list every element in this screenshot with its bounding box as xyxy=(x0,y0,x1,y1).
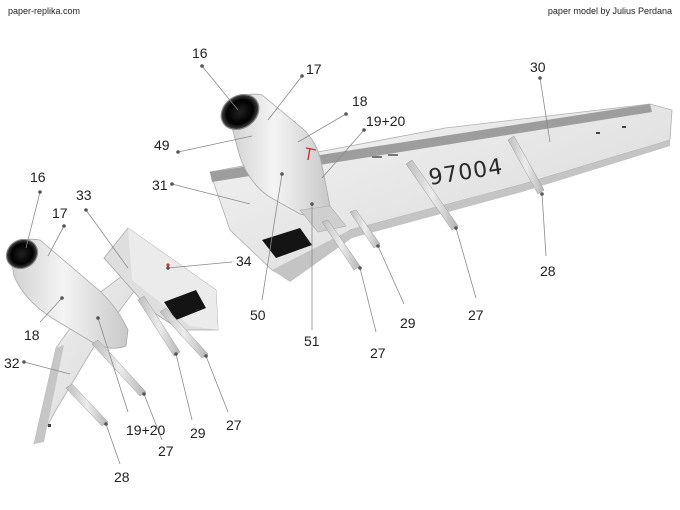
callout-right-19-20: 19+20 xyxy=(366,113,406,129)
right-wing-marking xyxy=(622,126,626,128)
callout-right-51: 51 xyxy=(304,333,320,349)
right-flap-fairing xyxy=(507,135,545,195)
callout-right-31: 31 xyxy=(152,177,168,193)
right-flap-fairing xyxy=(349,209,381,249)
left-red-dot xyxy=(166,263,170,267)
callout-right-17: 17 xyxy=(306,61,322,77)
right-wing-trailing-shade xyxy=(272,140,670,282)
right-flap-fairing xyxy=(321,219,361,271)
left-engine-intake-lip xyxy=(5,238,39,270)
callout-left-27b: 27 xyxy=(226,417,242,433)
right-engine-intake-lip xyxy=(220,93,260,131)
callout-right-29: 29 xyxy=(400,315,416,331)
right-wing-assembly: 97004 xyxy=(209,93,673,282)
callout-right-27a: 27 xyxy=(370,345,386,361)
callout-right-30: 30 xyxy=(530,59,546,75)
left-flap-fairing xyxy=(137,295,181,357)
callout-right-16: 16 xyxy=(192,45,208,61)
callout-left-19-20: 19+20 xyxy=(126,422,166,438)
callout-left-17: 17 xyxy=(52,205,68,221)
callout-right-50: 50 xyxy=(250,307,266,323)
site-name: paper-replika.com xyxy=(8,6,81,16)
left-fuselage-black-panel xyxy=(164,290,206,320)
callout-right-28: 28 xyxy=(540,263,556,279)
callout-left-33: 33 xyxy=(76,187,92,203)
callout-left-16: 16 xyxy=(30,169,46,185)
leader-lines xyxy=(22,64,551,465)
left-flap-fairing xyxy=(159,307,209,359)
right-nacelle-red-mark xyxy=(305,147,317,161)
right-engine-intake xyxy=(221,94,259,130)
left-flap-fairing xyxy=(91,339,147,397)
right-wing-black-panel xyxy=(262,228,312,258)
right-wing-marking xyxy=(372,156,382,158)
callout-right-27b: 27 xyxy=(468,307,484,323)
left-wing-lower-panel xyxy=(34,345,64,444)
callout-left-27a: 27 xyxy=(158,443,174,459)
callout-right-49: 49 xyxy=(154,137,170,153)
callout-left-34: 34 xyxy=(236,253,252,269)
callout-left-28: 28 xyxy=(114,469,130,485)
model-credit: paper model by Julius Perdana xyxy=(547,6,672,16)
callout-right-18: 18 xyxy=(352,93,368,109)
left-engine-intake xyxy=(6,239,38,269)
right-wing-marking xyxy=(388,154,398,156)
left-flap-fairing xyxy=(65,383,109,427)
callout-left-18: 18 xyxy=(24,327,40,343)
left-wing-assembly xyxy=(5,227,219,445)
left-engine-nacelle xyxy=(9,238,129,349)
callout-labels: 16 17 18 19+20 30 49 31 50 51 27 29 27 2… xyxy=(4,45,556,485)
right-wing-marking xyxy=(596,132,600,134)
callout-left-29: 29 xyxy=(190,425,206,441)
left-wing-marking xyxy=(48,424,51,427)
right-flap-fairing xyxy=(405,159,459,231)
callout-left-32: 32 xyxy=(4,355,20,371)
